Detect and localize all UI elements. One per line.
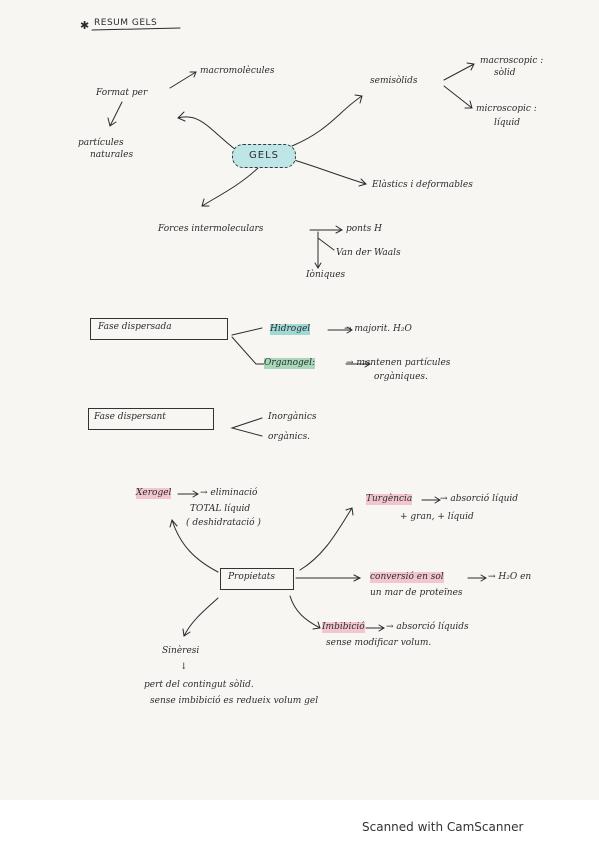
forces-label: Forces intermoleculars bbox=[158, 224, 264, 234]
sineresi-desc-2: sense imbibició es redueix volum gel bbox=[150, 696, 319, 706]
arrow-gels-format bbox=[177, 111, 237, 151]
sineresi-label: Sinèresi bbox=[162, 646, 200, 656]
macroscopic-label: macroscopic : bbox=[480, 56, 544, 66]
inorganics-label: Inorgànics bbox=[268, 412, 317, 422]
arrow-prop-xerogel bbox=[169, 518, 219, 573]
semisolids-label: semisòlids bbox=[370, 76, 418, 86]
arrow-format-particules bbox=[107, 101, 123, 127]
propietats-box bbox=[220, 568, 294, 590]
arrow-prop-turgencia bbox=[299, 507, 354, 571]
fase-dispersant-label: Fase dispersant bbox=[94, 412, 166, 422]
bullet-asterisk: ✱ bbox=[80, 19, 90, 32]
connector-lines bbox=[91, 27, 487, 637]
title-underline bbox=[91, 27, 181, 31]
propietats-label: Propietats bbox=[228, 572, 275, 582]
organogel-desc-1: → mantenen partícules bbox=[346, 358, 451, 368]
organogel-label: Organogel: bbox=[264, 358, 316, 369]
arrow-organogel bbox=[345, 360, 371, 368]
turgencia-label: Turgència bbox=[366, 494, 413, 505]
fase-dispersant-box bbox=[88, 408, 214, 430]
fase-dispersada-label: Fase dispersada bbox=[98, 322, 172, 332]
solid-label: sòlid bbox=[494, 68, 516, 78]
page-title: RESUM GELS bbox=[94, 18, 158, 28]
arrow-format-macro bbox=[169, 71, 197, 89]
hidrogel-label: Hidrogel bbox=[270, 324, 311, 335]
branch-dispersant bbox=[230, 417, 263, 437]
arrow-gels-elastics bbox=[293, 159, 367, 187]
xerogel-desc-3: ( deshidratació ) bbox=[186, 518, 261, 528]
format-per-label: Format per bbox=[96, 88, 148, 98]
arrow-conversio-h2o bbox=[467, 574, 487, 582]
arrow-prop-imbibicio bbox=[289, 595, 321, 630]
arrow-hidrogel bbox=[327, 326, 353, 334]
xerogel-label: Xerogel bbox=[136, 488, 172, 499]
conversio-label: conversió en sol bbox=[370, 572, 444, 583]
arrow-semi-micro bbox=[443, 85, 473, 109]
microscopic-label: microscopic : bbox=[476, 104, 537, 114]
organogel-desc-2: orgàniques. bbox=[374, 372, 428, 382]
camscanner-watermark: Scanned with CamScanner bbox=[362, 820, 524, 834]
conversio-desc-1: → H₂O en bbox=[488, 572, 532, 582]
fase-dispersada-box bbox=[90, 318, 228, 340]
sineresi-desc-1: pert del contingut sòlid. bbox=[144, 680, 254, 690]
arrow-gels-forces bbox=[201, 167, 259, 207]
arrow-gels-semisolids bbox=[291, 94, 363, 147]
xerogel-desc-1: → eliminació bbox=[200, 488, 258, 498]
particules-label: partícules bbox=[78, 138, 124, 148]
arrow-forces-ponts bbox=[309, 225, 343, 234]
imbibicio-desc-1: → absorció líquids bbox=[386, 622, 469, 632]
notebook-paper bbox=[0, 0, 599, 800]
ponts-label: ponts H bbox=[346, 224, 382, 234]
arrow-prop-sineresi bbox=[182, 597, 219, 637]
macromolecules-label: macromolècules bbox=[200, 66, 275, 76]
ioniques-label: Iòniques bbox=[306, 270, 346, 280]
turgencia-desc-2: + gran, + líquid bbox=[400, 512, 474, 522]
conversio-desc-2: un mar de proteïnes bbox=[370, 588, 463, 598]
organics-label: orgànics. bbox=[268, 432, 311, 442]
arrow-turgencia bbox=[421, 496, 441, 504]
arrow-semi-macro bbox=[443, 62, 475, 81]
turgencia-desc-1: → absorció líquid bbox=[440, 494, 519, 504]
imbibicio-label: Imbibició bbox=[322, 622, 365, 633]
imbibicio-desc-2: sense modificar volum. bbox=[326, 638, 432, 648]
arrow-xerogel-elim bbox=[177, 490, 199, 498]
hidrogel-desc: → majorit. H₂O bbox=[344, 324, 412, 334]
naturales-label: naturales bbox=[90, 150, 134, 160]
branch-forces bbox=[314, 231, 335, 269]
elastics-label: Elàstics i deformables bbox=[372, 180, 473, 190]
van-der-waals-label: Van der Waals bbox=[336, 248, 401, 258]
branch-dispersada bbox=[231, 327, 267, 365]
gels-center-node: GELS bbox=[232, 144, 296, 168]
xerogel-desc-2: TOTAL líquid bbox=[190, 504, 251, 514]
arrow-prop-conversio bbox=[295, 574, 362, 582]
sineresi-arrow: ↓ bbox=[180, 662, 188, 672]
arrow-imbibicio bbox=[365, 624, 385, 632]
liquid-label: líquid bbox=[494, 118, 520, 128]
